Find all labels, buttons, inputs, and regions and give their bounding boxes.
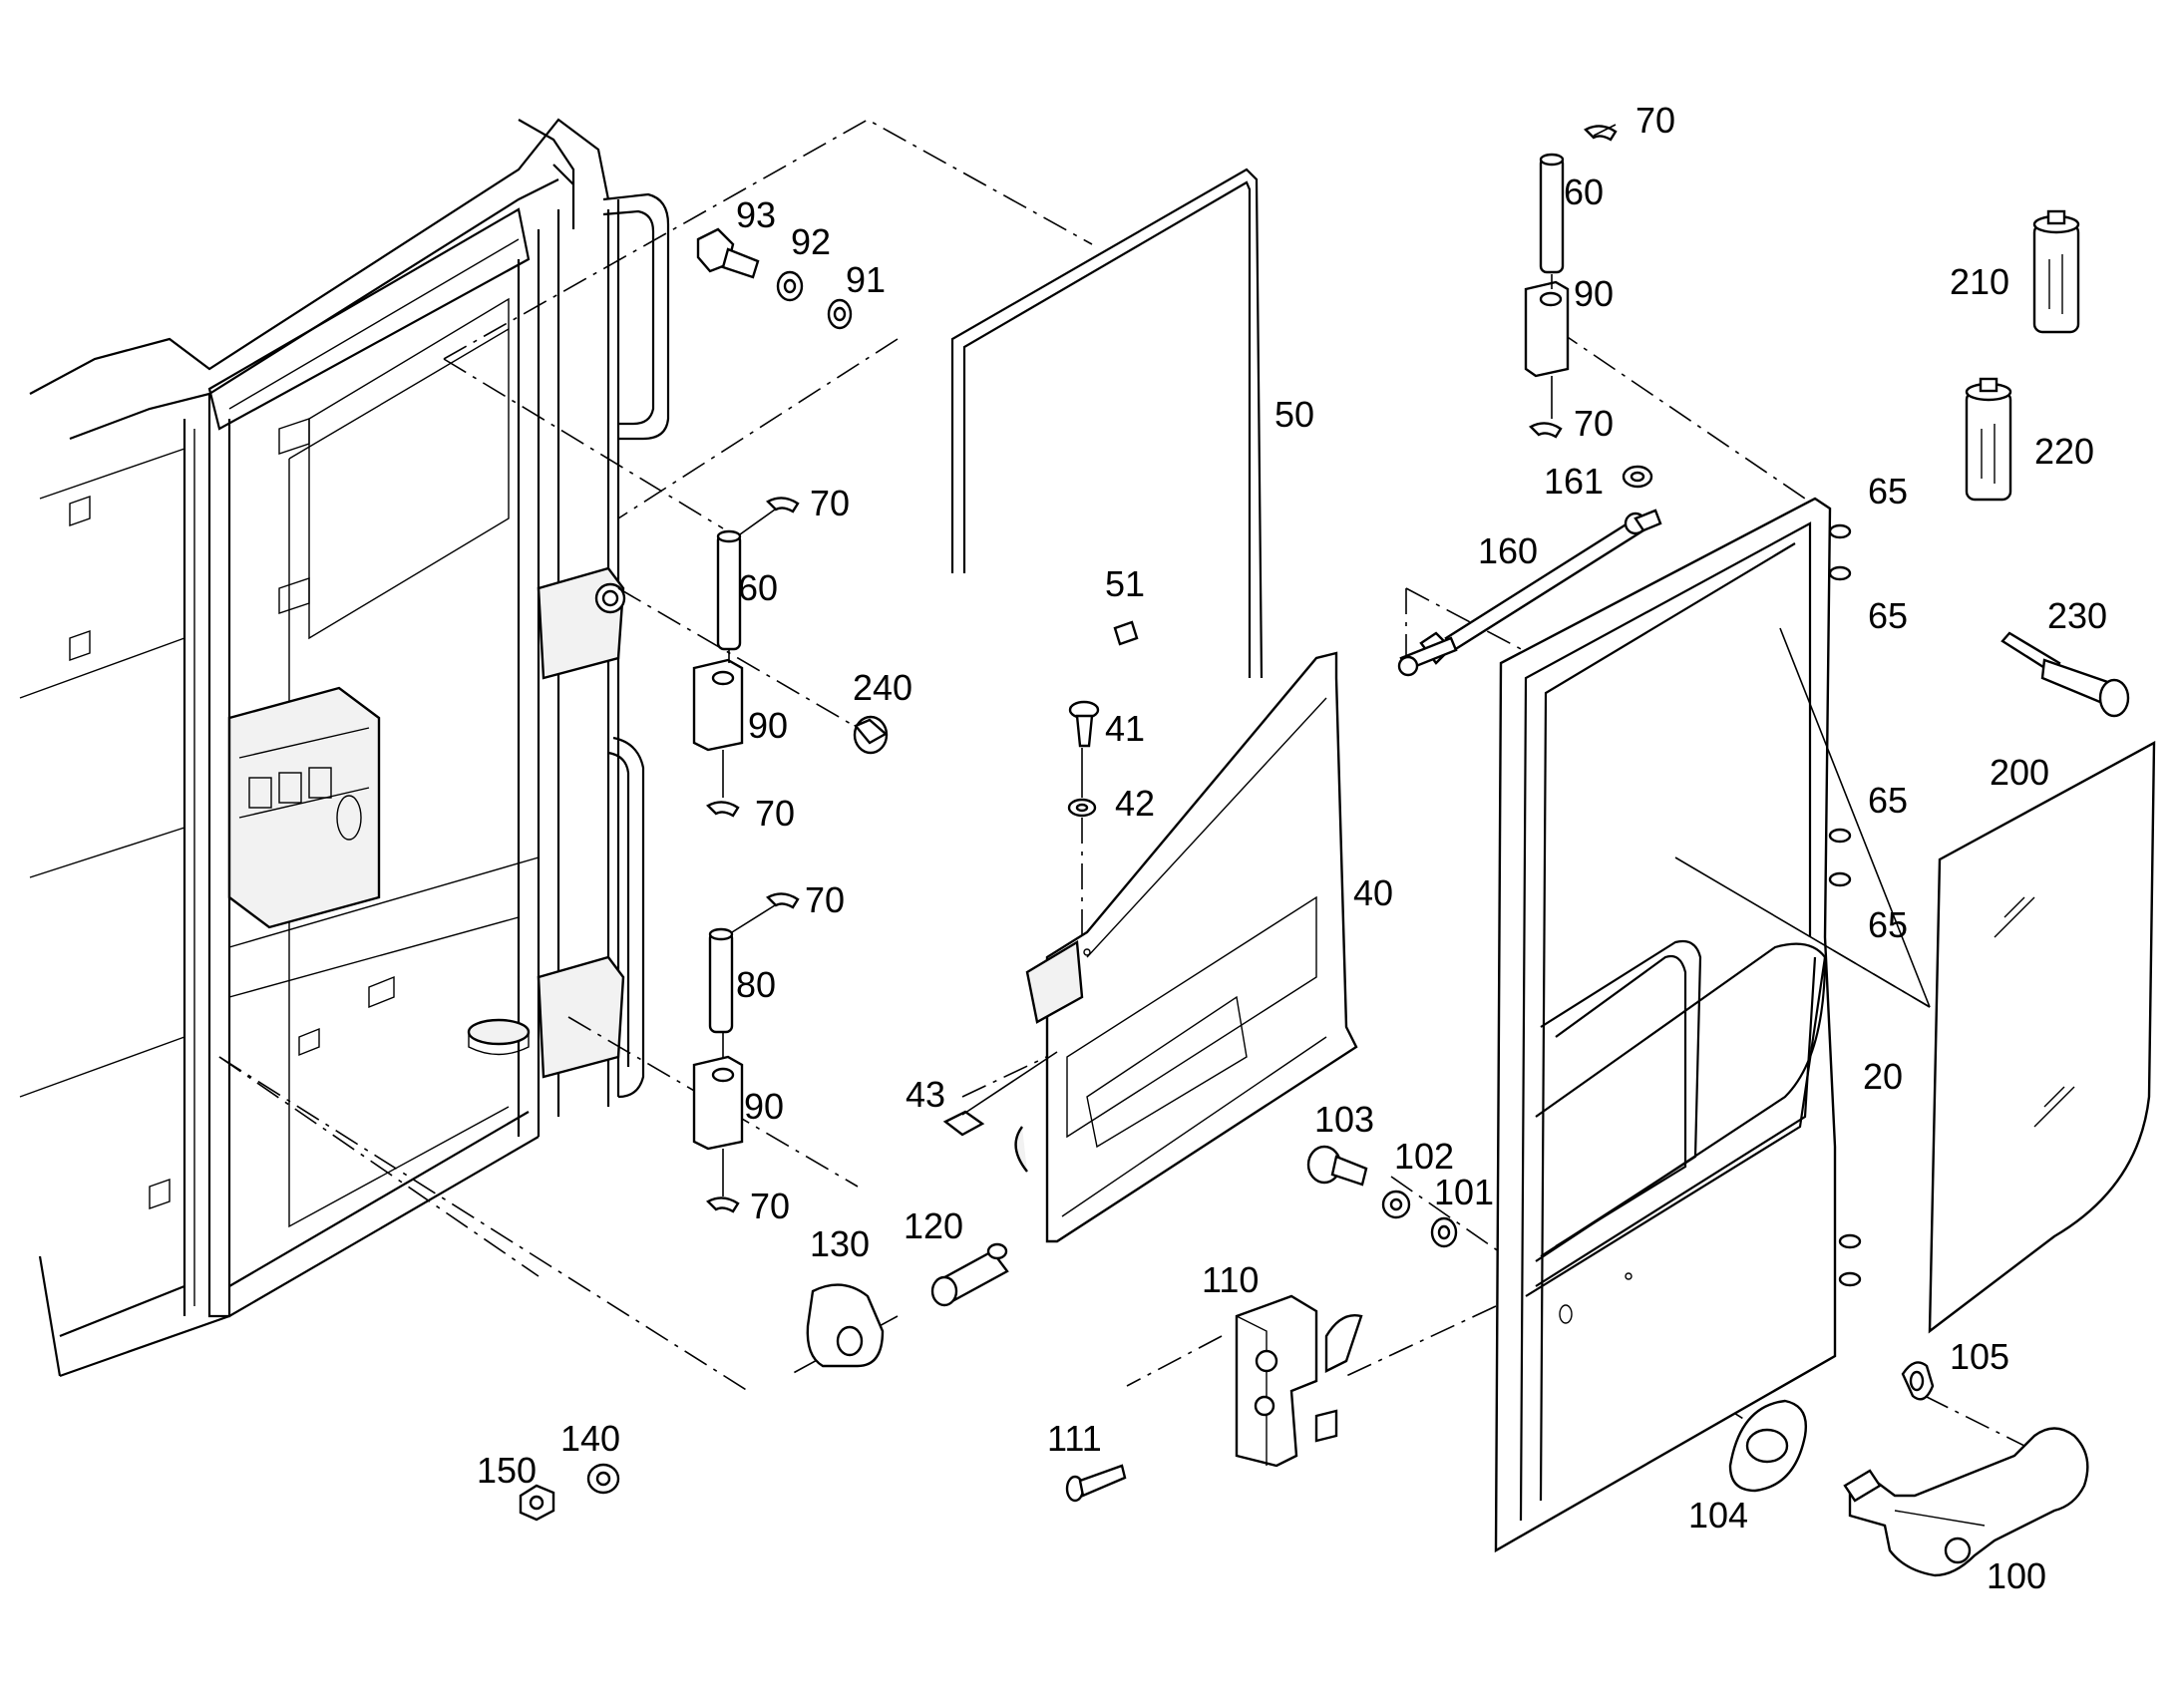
plug-part-240 [853, 715, 889, 755]
cartridge-part-220 [1965, 377, 2012, 502]
door-seal-part-50 [950, 168, 1264, 679]
callout-110: 110 [1202, 1259, 1259, 1300]
leader-lines [722, 124, 1931, 1196]
door-frame-part-20 [1494, 497, 1862, 1553]
bolt-part-103 [1306, 1145, 1368, 1187]
callout-111: 111 [1047, 1418, 1102, 1459]
door-handle-part-100 [1843, 1427, 2089, 1577]
callout-140: 140 [560, 1418, 620, 1459]
callout-210: 210 [1950, 261, 2009, 302]
callout-101: 101 [1434, 1172, 1494, 1212]
tube-part-230 [2000, 631, 2130, 718]
pin-part-51 [1113, 620, 1139, 646]
callout-200: 200 [1990, 752, 2049, 793]
door-inner-panel-part-40 [1014, 651, 1358, 1243]
callout-130: 130 [810, 1223, 870, 1264]
striker-pin-part-120 [930, 1242, 1009, 1307]
callout-220: 220 [2034, 431, 2094, 472]
callout-60-b: 60 [1564, 171, 1604, 212]
hinge-set-left-upper [692, 497, 800, 818]
callout-161: 161 [1544, 461, 1604, 502]
washer-part-101 [1430, 1216, 1458, 1248]
washer-part-161 [1622, 465, 1653, 489]
callout-65-b: 65 [1868, 595, 1908, 636]
callout-70-c: 70 [805, 879, 845, 920]
callout-230: 230 [2047, 595, 2107, 636]
callout-105: 105 [1950, 1336, 2009, 1377]
callout-42: 42 [1115, 783, 1155, 824]
clip-part-43 [942, 1110, 985, 1137]
callout-65-a: 65 [1868, 471, 1908, 512]
callout-51: 51 [1105, 563, 1145, 604]
callout-40: 40 [1353, 872, 1393, 913]
washer-part-42 [1067, 798, 1097, 818]
washer-part-140 [586, 1463, 620, 1495]
washer-part-92 [776, 270, 804, 302]
callout-70-f: 70 [1574, 403, 1614, 444]
hinge-set-top-right [1524, 125, 1618, 439]
lock-washer-part-102 [1381, 1190, 1411, 1219]
callout-92: 92 [791, 221, 831, 262]
callout-60-a: 60 [738, 567, 778, 608]
cartridge-part-210 [2032, 209, 2080, 334]
nut-part-150 [519, 1484, 555, 1522]
latch-part-110 [1235, 1294, 1363, 1468]
washer-part-105 [1901, 1361, 1935, 1401]
callout-70-a: 70 [810, 483, 850, 523]
callout-20: 20 [1863, 1056, 1903, 1097]
callout-102: 102 [1394, 1136, 1454, 1177]
callout-65-c: 65 [1868, 780, 1908, 821]
callout-70-e: 70 [1635, 100, 1675, 141]
bolt-part-93 [696, 227, 760, 279]
callout-90-b: 90 [744, 1086, 784, 1127]
washer-part-91 [827, 298, 853, 330]
callout-90-c: 90 [1574, 273, 1614, 314]
callout-120: 120 [904, 1205, 963, 1246]
callout-65-d: 65 [1868, 904, 1908, 945]
callout-70-d: 70 [750, 1186, 790, 1226]
callout-103: 103 [1314, 1099, 1374, 1140]
screw-part-111 [1065, 1464, 1127, 1503]
screw-part-41 [1068, 700, 1100, 748]
callout-150: 150 [477, 1450, 537, 1491]
striker-cam-part-130 [806, 1283, 885, 1368]
handle-bezel-part-104 [1728, 1399, 1807, 1493]
cab-frame [19, 118, 670, 1378]
callout-240: 240 [853, 667, 912, 708]
callout-93: 93 [736, 194, 776, 235]
callout-104: 104 [1688, 1495, 1748, 1536]
window-glass-part-200 [1928, 740, 2156, 1334]
callout-91: 91 [846, 259, 886, 300]
callout-70-b: 70 [755, 793, 795, 834]
callout-50: 50 [1274, 394, 1314, 435]
callout-90-a: 90 [748, 705, 788, 746]
callout-100: 100 [1987, 1555, 2046, 1596]
callout-160: 160 [1478, 530, 1538, 571]
hinge-set-left-lower [692, 892, 800, 1213]
callout-43: 43 [906, 1074, 945, 1115]
callout-80: 80 [736, 964, 776, 1005]
callout-41: 41 [1105, 708, 1145, 749]
callout-labels: 93 92 91 70 60 240 90 70 70 80 90 70 130… [477, 100, 2107, 1596]
gas-strut-part-160 [1397, 509, 1662, 677]
